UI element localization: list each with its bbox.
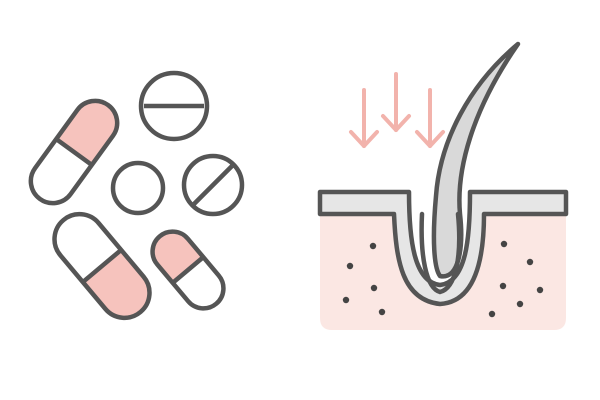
capsule-bottom-left	[44, 203, 160, 329]
skin-epidermis	[317, 189, 569, 307]
follicle-outline	[419, 211, 462, 295]
arrow-middle	[381, 72, 411, 132]
tablet-middle	[110, 160, 166, 216]
arrow-left	[349, 88, 379, 148]
hair-follicle-illustration	[300, 0, 600, 400]
skin-dots	[342, 240, 544, 318]
down-arrows-icon	[349, 72, 445, 148]
capsule-top-left	[22, 92, 126, 212]
hair-shaft	[431, 41, 521, 279]
arrow-right	[415, 88, 445, 148]
hair-follicle-icon	[317, 41, 569, 330]
pills-icon	[22, 70, 245, 329]
pills-illustration	[22, 70, 245, 329]
tablet-right	[181, 153, 245, 217]
tablet-top	[138, 70, 210, 142]
capsule-bottom-right	[144, 223, 232, 317]
